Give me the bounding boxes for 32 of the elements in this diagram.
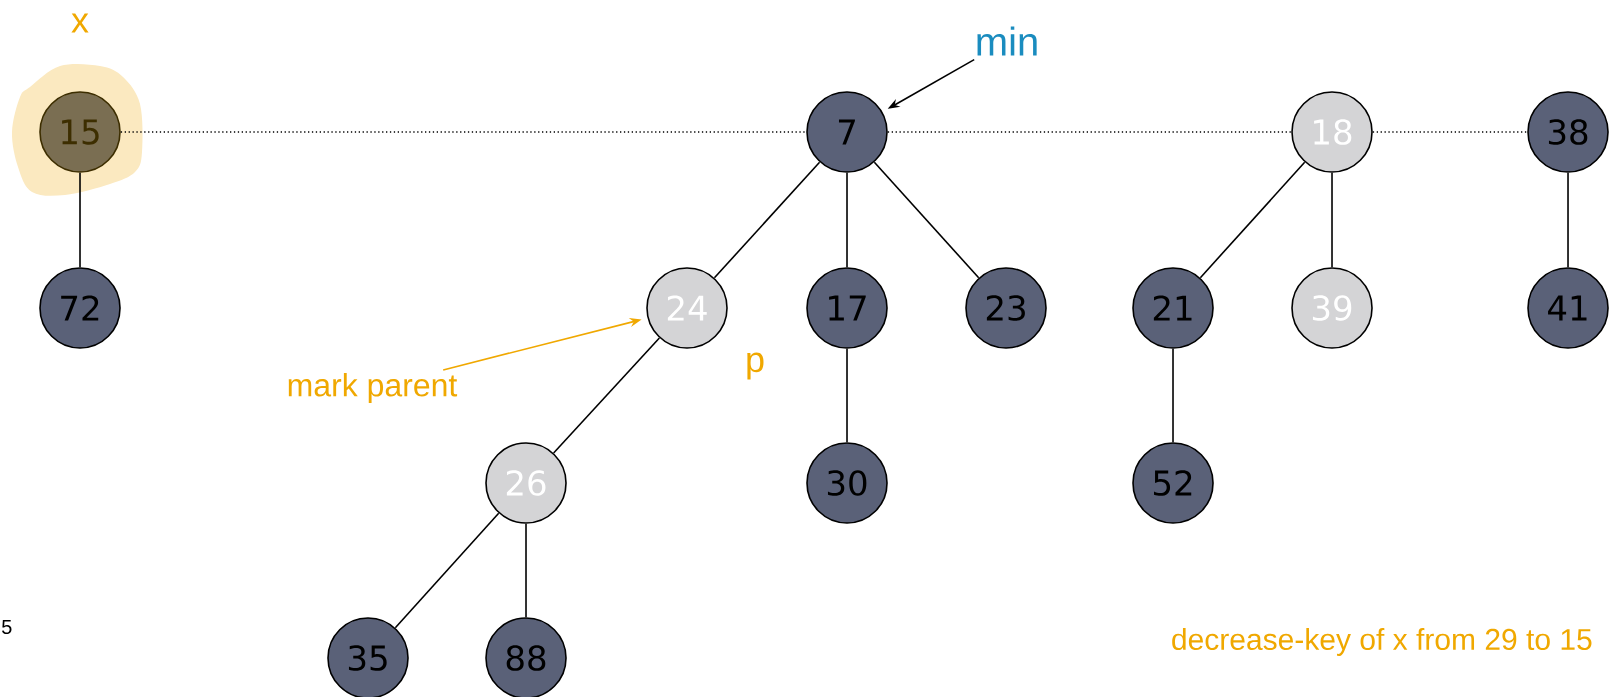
tree-node: 7 [806, 91, 888, 173]
tree-node: 38 [1527, 91, 1609, 173]
tree-edge [525, 523, 527, 618]
tree-node: 35 [327, 617, 409, 697]
root-list-link [887, 131, 1292, 133]
caption-note: decrease-key of x from 29 to 15 [1172, 628, 1592, 656]
tree-node: 15 [39, 91, 121, 173]
root-list-link [1372, 131, 1528, 133]
tree-edge [1331, 172, 1333, 268]
tree-node: 72 [39, 267, 121, 349]
root-list-link [120, 131, 807, 133]
annotation-label: mark parent [288, 373, 458, 403]
tree-node: 88 [485, 617, 567, 697]
tree-edge [1567, 172, 1569, 268]
tree-node: 21 [1132, 267, 1214, 349]
tree-edge [713, 161, 821, 279]
tree-node: 41 [1527, 267, 1609, 349]
tree-node: 52 [1132, 442, 1214, 524]
tree-edge [1172, 348, 1174, 443]
tree-node: 23 [965, 267, 1047, 349]
tree-edge [846, 348, 848, 443]
pointer-label: min [977, 26, 1037, 56]
tree-edge [394, 512, 500, 629]
tree-edge [552, 337, 661, 454]
variable-label: p [747, 352, 764, 380]
page-number: 5 [2, 620, 12, 634]
tree-edge [1199, 161, 1306, 279]
tree-edge [873, 161, 980, 279]
variable-label: x [71, 13, 89, 33]
tree-node: 30 [806, 442, 888, 524]
tree-edge [846, 172, 848, 268]
tree-node: 17 [806, 267, 888, 349]
